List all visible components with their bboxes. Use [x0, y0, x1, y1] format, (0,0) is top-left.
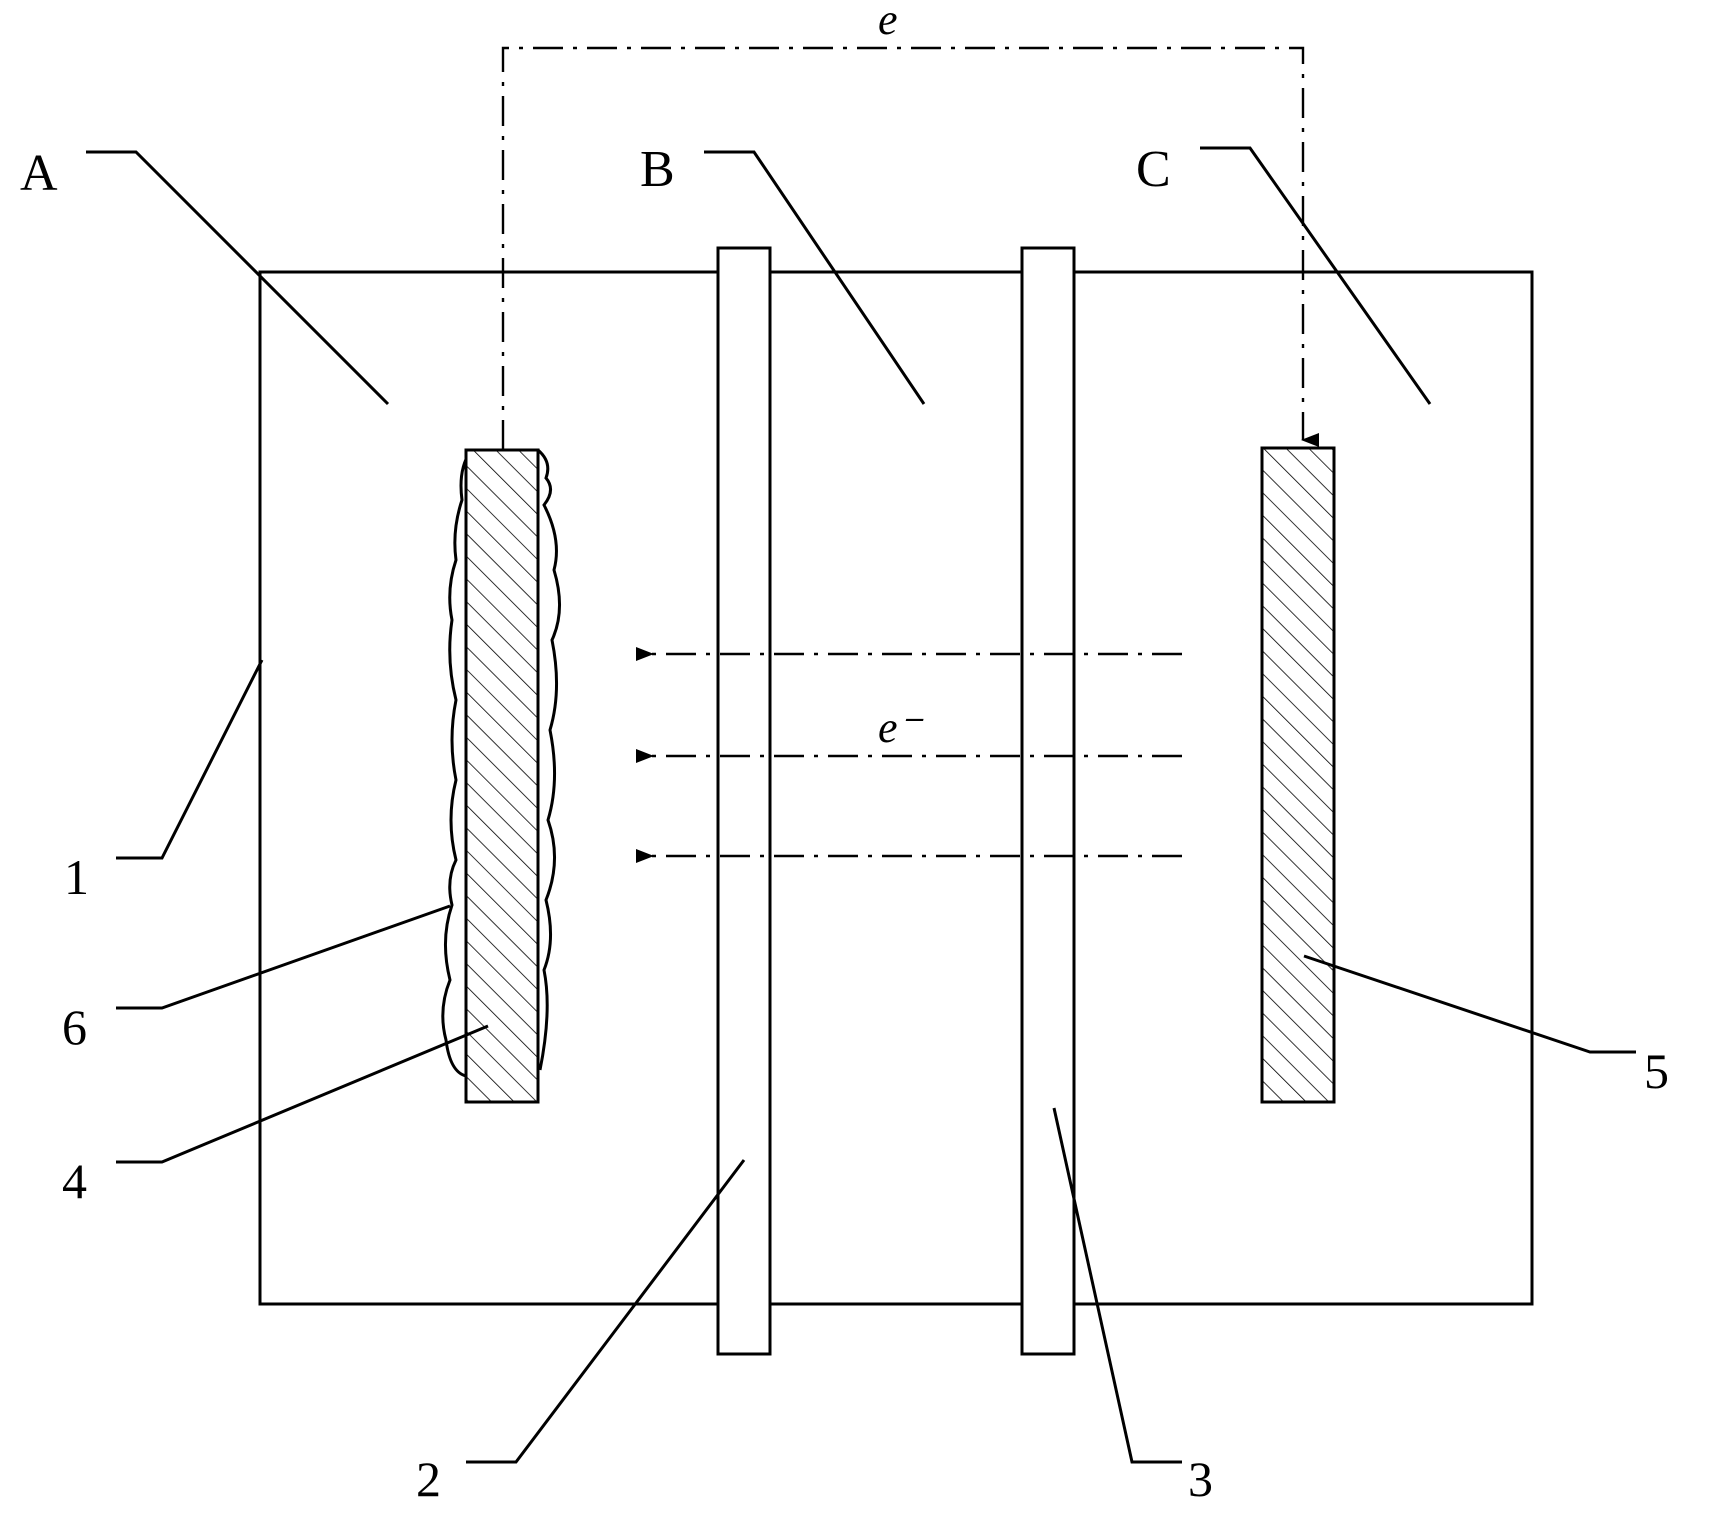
label-region-c: C: [1136, 141, 1171, 198]
label-internal-flow: e⁻: [878, 703, 925, 752]
label-item-4: 4: [62, 1153, 87, 1209]
leader-6: [116, 904, 451, 1010]
label-region-b: B: [640, 141, 675, 198]
label-item-1: 1: [64, 849, 89, 905]
cell-container: [258, 270, 1534, 1306]
membrane-2: [716, 246, 772, 1356]
biofilm-6-right: [536, 448, 562, 1071]
leader-5: [1303, 954, 1636, 1054]
label-region-a: A: [20, 145, 58, 202]
leader-4: [116, 1024, 489, 1164]
label-item-2: 2: [416, 1451, 441, 1507]
label-external-current: e: [878, 0, 898, 44]
label-item-5: 5: [1644, 1043, 1669, 1099]
leader-a: [86, 150, 390, 406]
label-item-3: 3: [1188, 1451, 1213, 1507]
label-item-6: 6: [62, 999, 87, 1055]
biofilm-6: [441, 451, 472, 1078]
leader-1: [116, 659, 264, 860]
leader-c: [1200, 146, 1432, 405]
leader-2: [466, 1159, 746, 1464]
leader-b: [704, 150, 926, 405]
anode-4: [464, 448, 540, 1104]
external-circuit-line: [501, 46, 1319, 450]
membrane-3: [1020, 246, 1076, 1356]
leader-3: [1052, 1107, 1182, 1464]
cathode-5: [1260, 446, 1336, 1104]
